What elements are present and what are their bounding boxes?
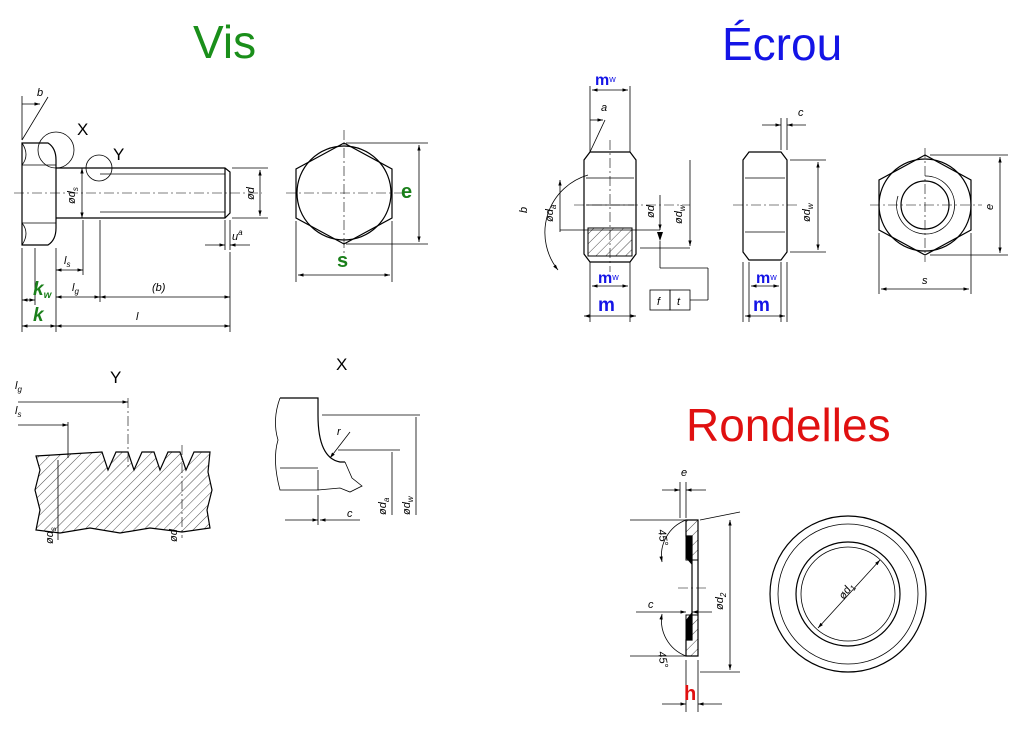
ecrou-c: c [798,107,804,119]
ecrou-e: e [984,204,996,210]
svg-text:øds: øds [44,527,58,544]
rondelle-c: c [648,599,654,611]
rondelle-angle-2: 45° [655,650,670,669]
vis-ds-label: øds [66,187,80,204]
ecrou-dw2: ødw [801,202,815,222]
svg-text:b: b [518,207,530,213]
vis-lg-label: lg [72,282,79,296]
ecrou-mw1: mw [595,72,616,89]
detail-x-c: c [347,508,353,520]
ecrou-mw3: mw [756,270,777,287]
rondelle-h: h [684,683,696,705]
title-rondelles: Rondelles [686,399,891,451]
svg-text:ød: ød [245,186,257,200]
detail-y-thread [18,398,213,540]
vis-s-label: s [337,250,348,272]
ecrou-a: a [601,102,607,114]
ecrou-d: ød [645,204,657,218]
svg-text:ødw: ødw [801,202,815,222]
ecrou-dw: ødw [673,204,687,224]
ecrou-b: b [518,207,530,213]
vis-d-label: ød [245,186,257,200]
svg-text:e: e [984,204,996,210]
title-ecrou: Écrou [722,18,842,70]
detail-y-d: ød [168,528,180,542]
vis-x-label: X [77,120,88,139]
svg-text:ød1: ød1 [837,581,858,603]
detail-y-ds: øds [44,527,58,544]
nut-side-view-1 [544,86,709,322]
svg-text:øds: øds [66,187,80,204]
washer-front-view [769,515,927,673]
ecrou-t: t [677,296,681,308]
ecrou-f: f [657,296,661,308]
svg-text:ødw: ødw [673,204,687,224]
vis-b-paren-label: (b) [152,282,166,294]
vis-k-label: k [33,305,45,326]
detail-x-title: X [336,355,347,374]
nut-side-view-2 [733,118,826,322]
svg-text:øda: øda [544,204,558,222]
detail-y-title: Y [110,368,121,387]
bolt-side-view [14,96,268,332]
vis-y-label: Y [113,145,124,164]
svg-text:ød: ød [168,528,180,542]
vis-e-label: e [401,181,412,203]
detail-y-ls: ls [15,405,21,419]
bolt-hex-end-view [286,130,428,282]
title-vis: Vis [193,16,256,68]
ecrou-m2: m [753,295,770,316]
rondelle-angle-1: 45° [655,528,670,547]
svg-text:45°: 45° [655,528,670,547]
vis-ls-label: ls [64,255,70,269]
detail-x-r: r [337,426,342,438]
detail-x-da: øda [377,497,391,515]
svg-text:øda: øda [377,497,391,515]
detail-x-fillet [275,397,420,525]
svg-text:ød: ød [645,204,657,218]
ecrou-m1: m [598,295,615,316]
svg-text:ød2: ød2 [714,592,728,610]
svg-text:45°: 45° [655,650,670,669]
nut-hex-end-view [870,148,1008,294]
ecrou-s: s [922,275,928,287]
vis-b-label: b [37,87,43,99]
rondelle-e: e [681,467,687,479]
washer-section-view [630,482,741,712]
vis-l-label: l [136,311,139,323]
detail-x-dw: ødw [401,495,415,515]
rondelle-d1: ød1 [837,581,858,603]
vis-u-label: ua [232,228,243,243]
svg-text:ødw: ødw [401,495,415,515]
rondelle-d2: ød2 [714,592,728,610]
ecrou-da: øda [544,204,558,222]
detail-y-lg: lg [15,380,22,394]
ecrou-mw2: mw [598,270,619,287]
vis-kw-label: kw [33,279,53,301]
